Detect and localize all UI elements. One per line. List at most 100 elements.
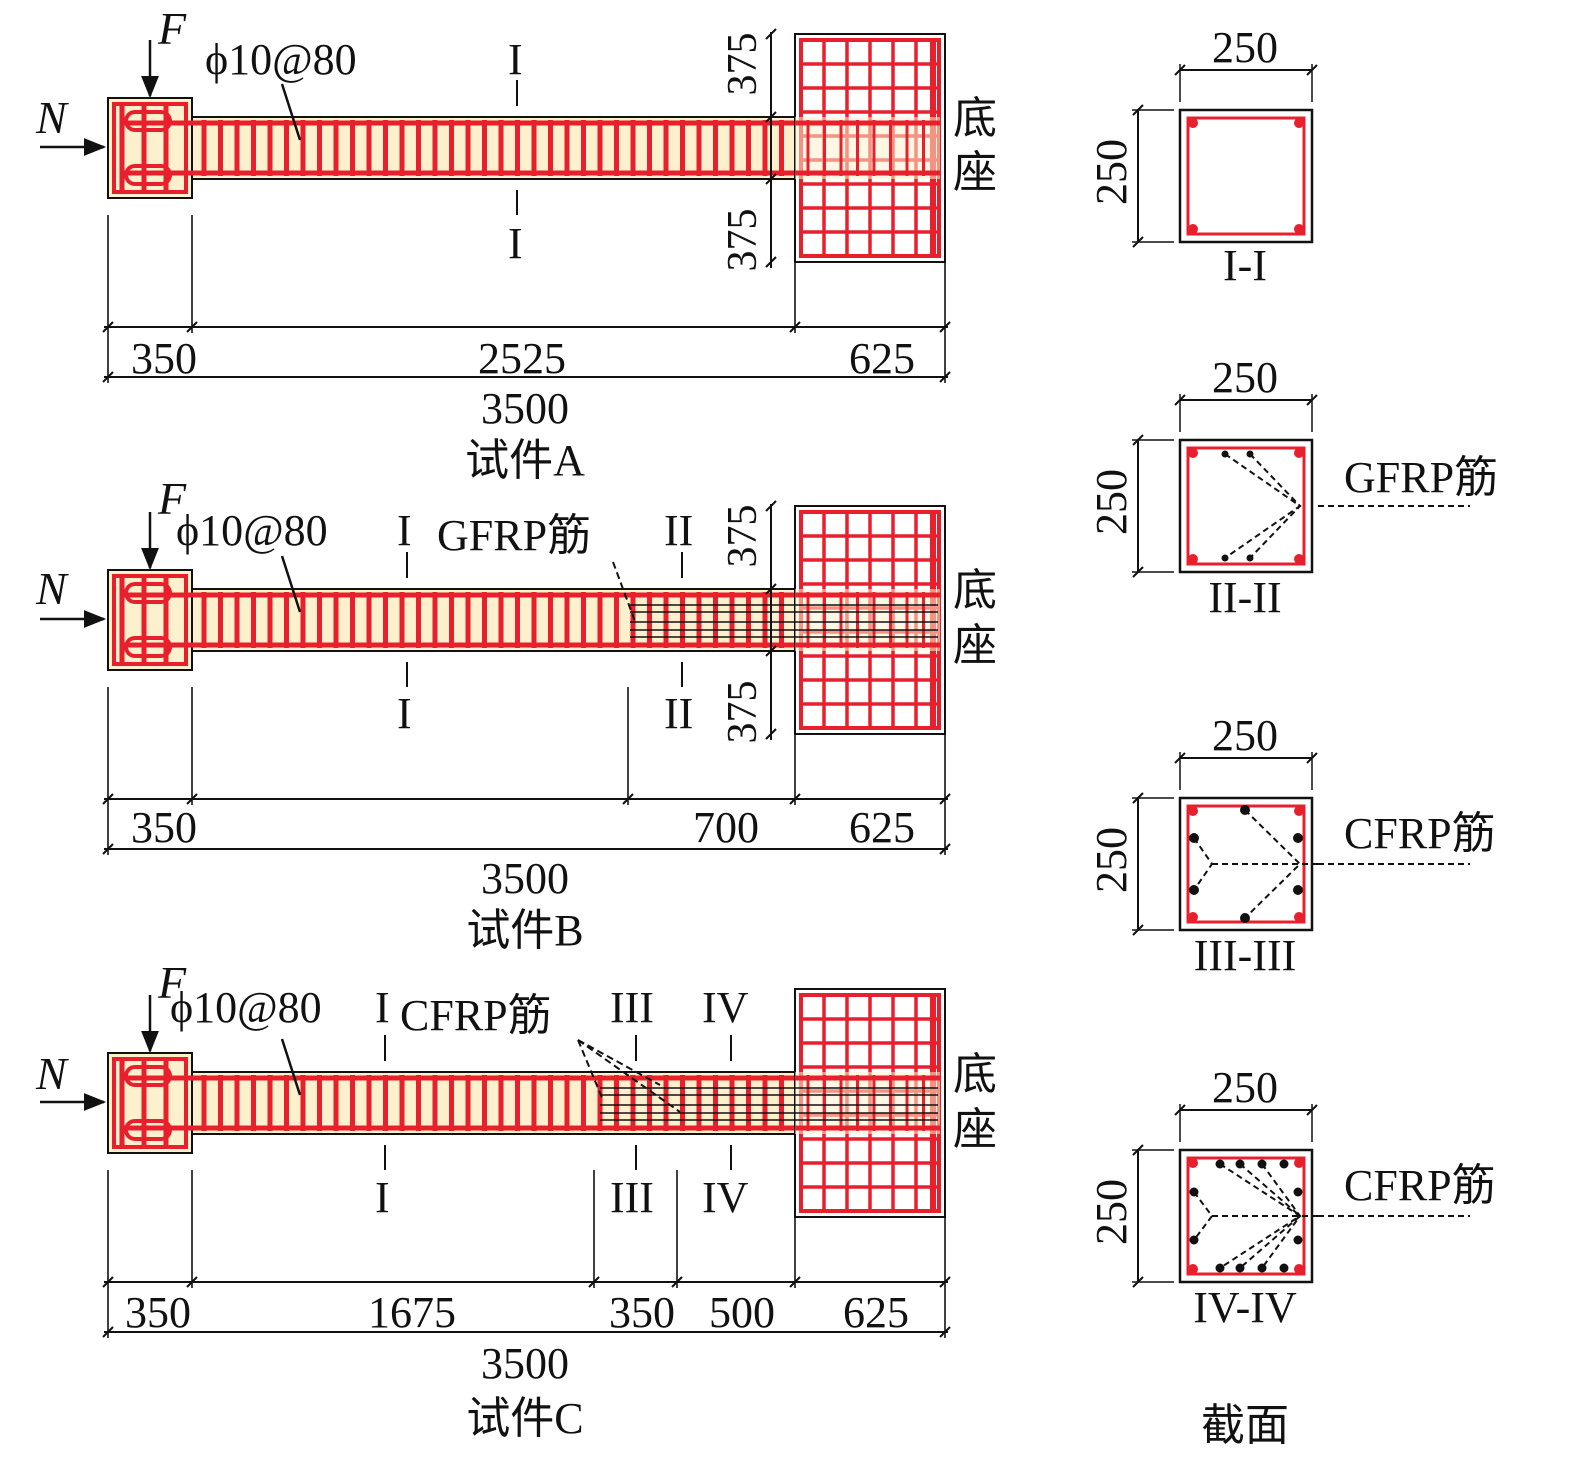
dim-625: 625 xyxy=(849,803,915,852)
base-label-1: 底 xyxy=(953,1050,997,1099)
end-block-cage xyxy=(112,574,188,666)
cfrp-bar xyxy=(1189,1187,1199,1197)
dim-tick xyxy=(789,793,801,805)
section-outline xyxy=(1178,108,1314,244)
dim-tick xyxy=(1132,792,1144,804)
dim-tick xyxy=(102,843,114,855)
dim-625: 625 xyxy=(843,1288,909,1337)
dim-tick xyxy=(1306,1104,1318,1116)
corner-rebar xyxy=(1294,118,1304,128)
stirrup-leader xyxy=(280,1038,302,1096)
section-mark-I-bottom: I xyxy=(508,219,523,268)
cfrp-bar xyxy=(1240,805,1250,815)
base-label-2: 座 xyxy=(953,1105,997,1154)
cfrp-bar xyxy=(1279,1159,1289,1169)
stirrup-label: ϕ10@80 xyxy=(205,35,357,84)
corner-rebar xyxy=(1294,806,1304,816)
corner-rebar xyxy=(1188,554,1198,564)
gfrp-label: GFRP筋 xyxy=(1344,453,1498,502)
section-stirrup xyxy=(1186,116,1306,236)
dim-tick xyxy=(1306,64,1318,76)
dim-700: 700 xyxy=(693,803,759,852)
corner-rebar xyxy=(1188,1158,1198,1168)
dim-side-top: 375 xyxy=(720,33,766,96)
column xyxy=(191,1071,796,1135)
cfrp-bar xyxy=(1279,1263,1289,1273)
section-name: III-III xyxy=(1194,931,1297,980)
cfrp-bar-path xyxy=(1239,1163,1302,1269)
corner-rebar xyxy=(1188,1264,1198,1274)
dim-tick xyxy=(939,793,951,805)
cfrp-bar xyxy=(1293,1187,1303,1197)
gfrp-bar xyxy=(1246,450,1254,458)
column xyxy=(191,116,796,180)
dim-tick xyxy=(1306,394,1318,406)
cfrp-bar xyxy=(1257,1263,1267,1273)
dim-tick xyxy=(1132,434,1144,446)
section-width: 250 xyxy=(1212,353,1278,402)
dim-tick xyxy=(765,728,777,740)
section-mark-IV-top: IV xyxy=(702,983,749,1032)
dim-tick xyxy=(939,1276,951,1288)
cfrp-bar xyxy=(1189,1235,1199,1245)
dim-350: 350 xyxy=(125,1288,191,1337)
section-mark-II-bottom: II xyxy=(664,689,693,738)
specimen-a-title: 试件A xyxy=(465,436,585,485)
dim-tick xyxy=(102,1276,114,1288)
section-mark-I-bottom: I xyxy=(375,1173,390,1222)
section-width: 250 xyxy=(1212,1063,1278,1112)
dim-tick xyxy=(1174,752,1186,764)
dim-tick xyxy=(765,28,777,40)
dim-tick xyxy=(789,321,801,333)
dim-tick xyxy=(102,371,114,383)
gfrp-leader xyxy=(612,561,637,625)
dim-tick xyxy=(102,1326,114,1338)
section-name: II-II xyxy=(1208,573,1281,622)
cfrp-label: CFRP筋 xyxy=(1344,809,1496,858)
corner-rebar xyxy=(1294,448,1304,458)
dim-500: 500 xyxy=(709,1288,775,1337)
dim-tick xyxy=(671,1276,683,1288)
cfrp-bar-path xyxy=(1244,809,1302,919)
dim-tick xyxy=(102,793,114,805)
stirrup-leader xyxy=(280,83,302,141)
dim-tick xyxy=(765,111,777,123)
cfrp-bar xyxy=(1235,1159,1245,1169)
gfrp-bar-path xyxy=(1249,453,1302,559)
dim-350: 350 xyxy=(131,803,197,852)
cfrp-bar xyxy=(1235,1263,1245,1273)
stirrup-leader xyxy=(280,555,302,613)
section-mark-I-top: I xyxy=(375,983,390,1032)
specimen-a-dimensions xyxy=(102,28,951,383)
dim-tick xyxy=(765,500,777,512)
base-label-1: 底 xyxy=(953,94,997,143)
dim-tick xyxy=(939,1326,951,1338)
dim-tick xyxy=(186,1276,198,1288)
section-mark-I-top: I xyxy=(397,506,412,555)
dim-tick xyxy=(588,1276,600,1288)
corner-rebar xyxy=(1294,224,1304,234)
dim-tick xyxy=(1174,1104,1186,1116)
cfrp-label: CFRP筋 xyxy=(400,991,552,1040)
dim-side-bottom: 375 xyxy=(720,209,766,272)
cfrp-bar xyxy=(1293,1235,1303,1245)
dim-tick xyxy=(939,321,951,333)
section-name: IV-IV xyxy=(1193,1283,1297,1332)
dim-tick xyxy=(765,173,777,185)
cfrp-bar xyxy=(1293,833,1303,843)
gfrp-label: GFRP筋 xyxy=(437,511,591,560)
section-name: I-I xyxy=(1223,241,1267,290)
specimen-b-body xyxy=(40,505,946,735)
dim-tick xyxy=(1132,1276,1144,1288)
base-label-2: 座 xyxy=(953,148,997,197)
force-n-label: N xyxy=(35,1048,69,1099)
cfrp-bar xyxy=(1293,885,1303,895)
corner-rebar xyxy=(1294,1158,1304,1168)
force-f-label: F xyxy=(157,3,187,54)
dim-total: 3500 xyxy=(481,854,569,903)
specimen-c-title: 试件C xyxy=(466,1394,583,1443)
section-mark-IV-bottom: IV xyxy=(702,1173,749,1222)
